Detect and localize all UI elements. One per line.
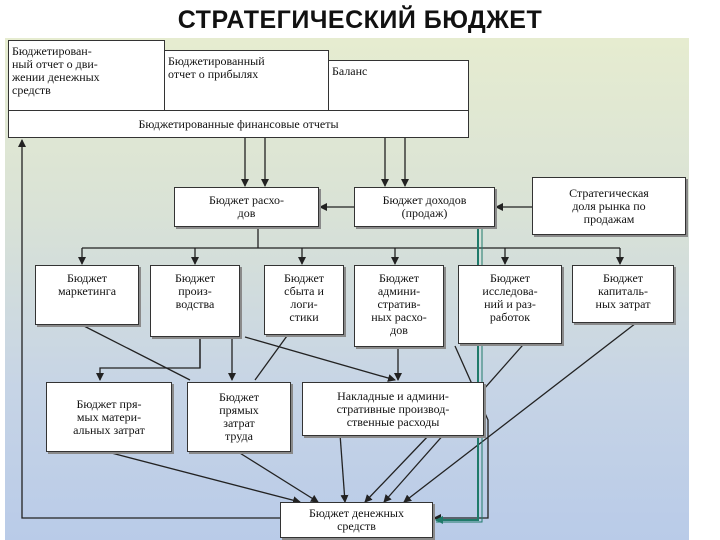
expense-budget-label: Бюджет расхо- дов (208, 193, 285, 220)
revenue-budget-label: Бюджет доходов (продаж) (382, 193, 467, 220)
market-share-label: Стратегическая доля рынка по продажам (569, 185, 649, 226)
direct-labor-budget-label: Бюджет прямых затрат труда (218, 390, 260, 443)
direct-materials-budget-box: Бюджет пря- мых матери- альных затрат (46, 382, 172, 452)
capital-budget-label: Бюджет капиталь- ных затрат (595, 271, 651, 311)
cash-budget-box: Бюджет денежных средств (280, 502, 433, 538)
capital-budget-box: Бюджет капиталь- ных затрат (572, 265, 674, 323)
rnd-budget-label: Бюджет исследова- ний и раз- работок (482, 271, 538, 324)
profit-report-label: Бюджетированный отчет о прибылях (168, 54, 265, 81)
cash-flow-report-box: Бюджетирован- ный отчет о дви- жении ден… (8, 40, 165, 111)
direct-labor-budget-box: Бюджет прямых затрат труда (187, 382, 291, 452)
sales-logistics-budget-label: Бюджет сбыта и логи- стики (283, 271, 325, 324)
sales-logistics-budget-box: Бюджет сбыта и логи- стики (264, 265, 344, 335)
production-budget-label: Бюджет произ- водства (174, 271, 216, 311)
revenue-budget-box: Бюджет доходов (продаж) (354, 187, 495, 227)
rnd-budget-box: Бюджет исследова- ний и раз- работок (458, 265, 562, 344)
page-title: СТРАТЕГИЧЕСКИЙ БЮДЖЕТ (177, 6, 543, 34)
balance-label: Баланс (332, 64, 368, 78)
cash-flow-report-label: Бюджетирован- ный отчет о дви- жении ден… (12, 44, 100, 97)
direct-materials-budget-label: Бюджет пря- мых матери- альных затрат (73, 396, 145, 437)
overhead-label: Накладные и админи- стративные производ-… (336, 388, 450, 429)
cash-budget-label: Бюджет денежных средств (308, 506, 404, 533)
profit-report-box: Бюджетированный отчет о прибылях (164, 50, 329, 111)
marketing-budget-box: Бюджет маркетинга (35, 265, 139, 325)
overhead-box: Накладные и админи- стративные производ-… (302, 382, 484, 436)
expense-budget-box: Бюджет расхо- дов (174, 187, 319, 227)
balance-box: Баланс (328, 60, 469, 111)
admin-budget-label: Бюджет админи- стратив- ных расхо- дов (371, 271, 427, 337)
market-share-box: Стратегическая доля рынка по продажам (532, 177, 686, 235)
financial-reports-label: Бюджетированные финансовые отчеты (138, 116, 339, 131)
marketing-budget-label: Бюджет маркетинга (57, 271, 117, 298)
admin-budget-box: Бюджет админи- стратив- ных расхо- дов (354, 265, 444, 347)
financial-reports-box: Бюджетированные финансовые отчеты (8, 110, 469, 138)
production-budget-box: Бюджет произ- водства (150, 265, 240, 337)
